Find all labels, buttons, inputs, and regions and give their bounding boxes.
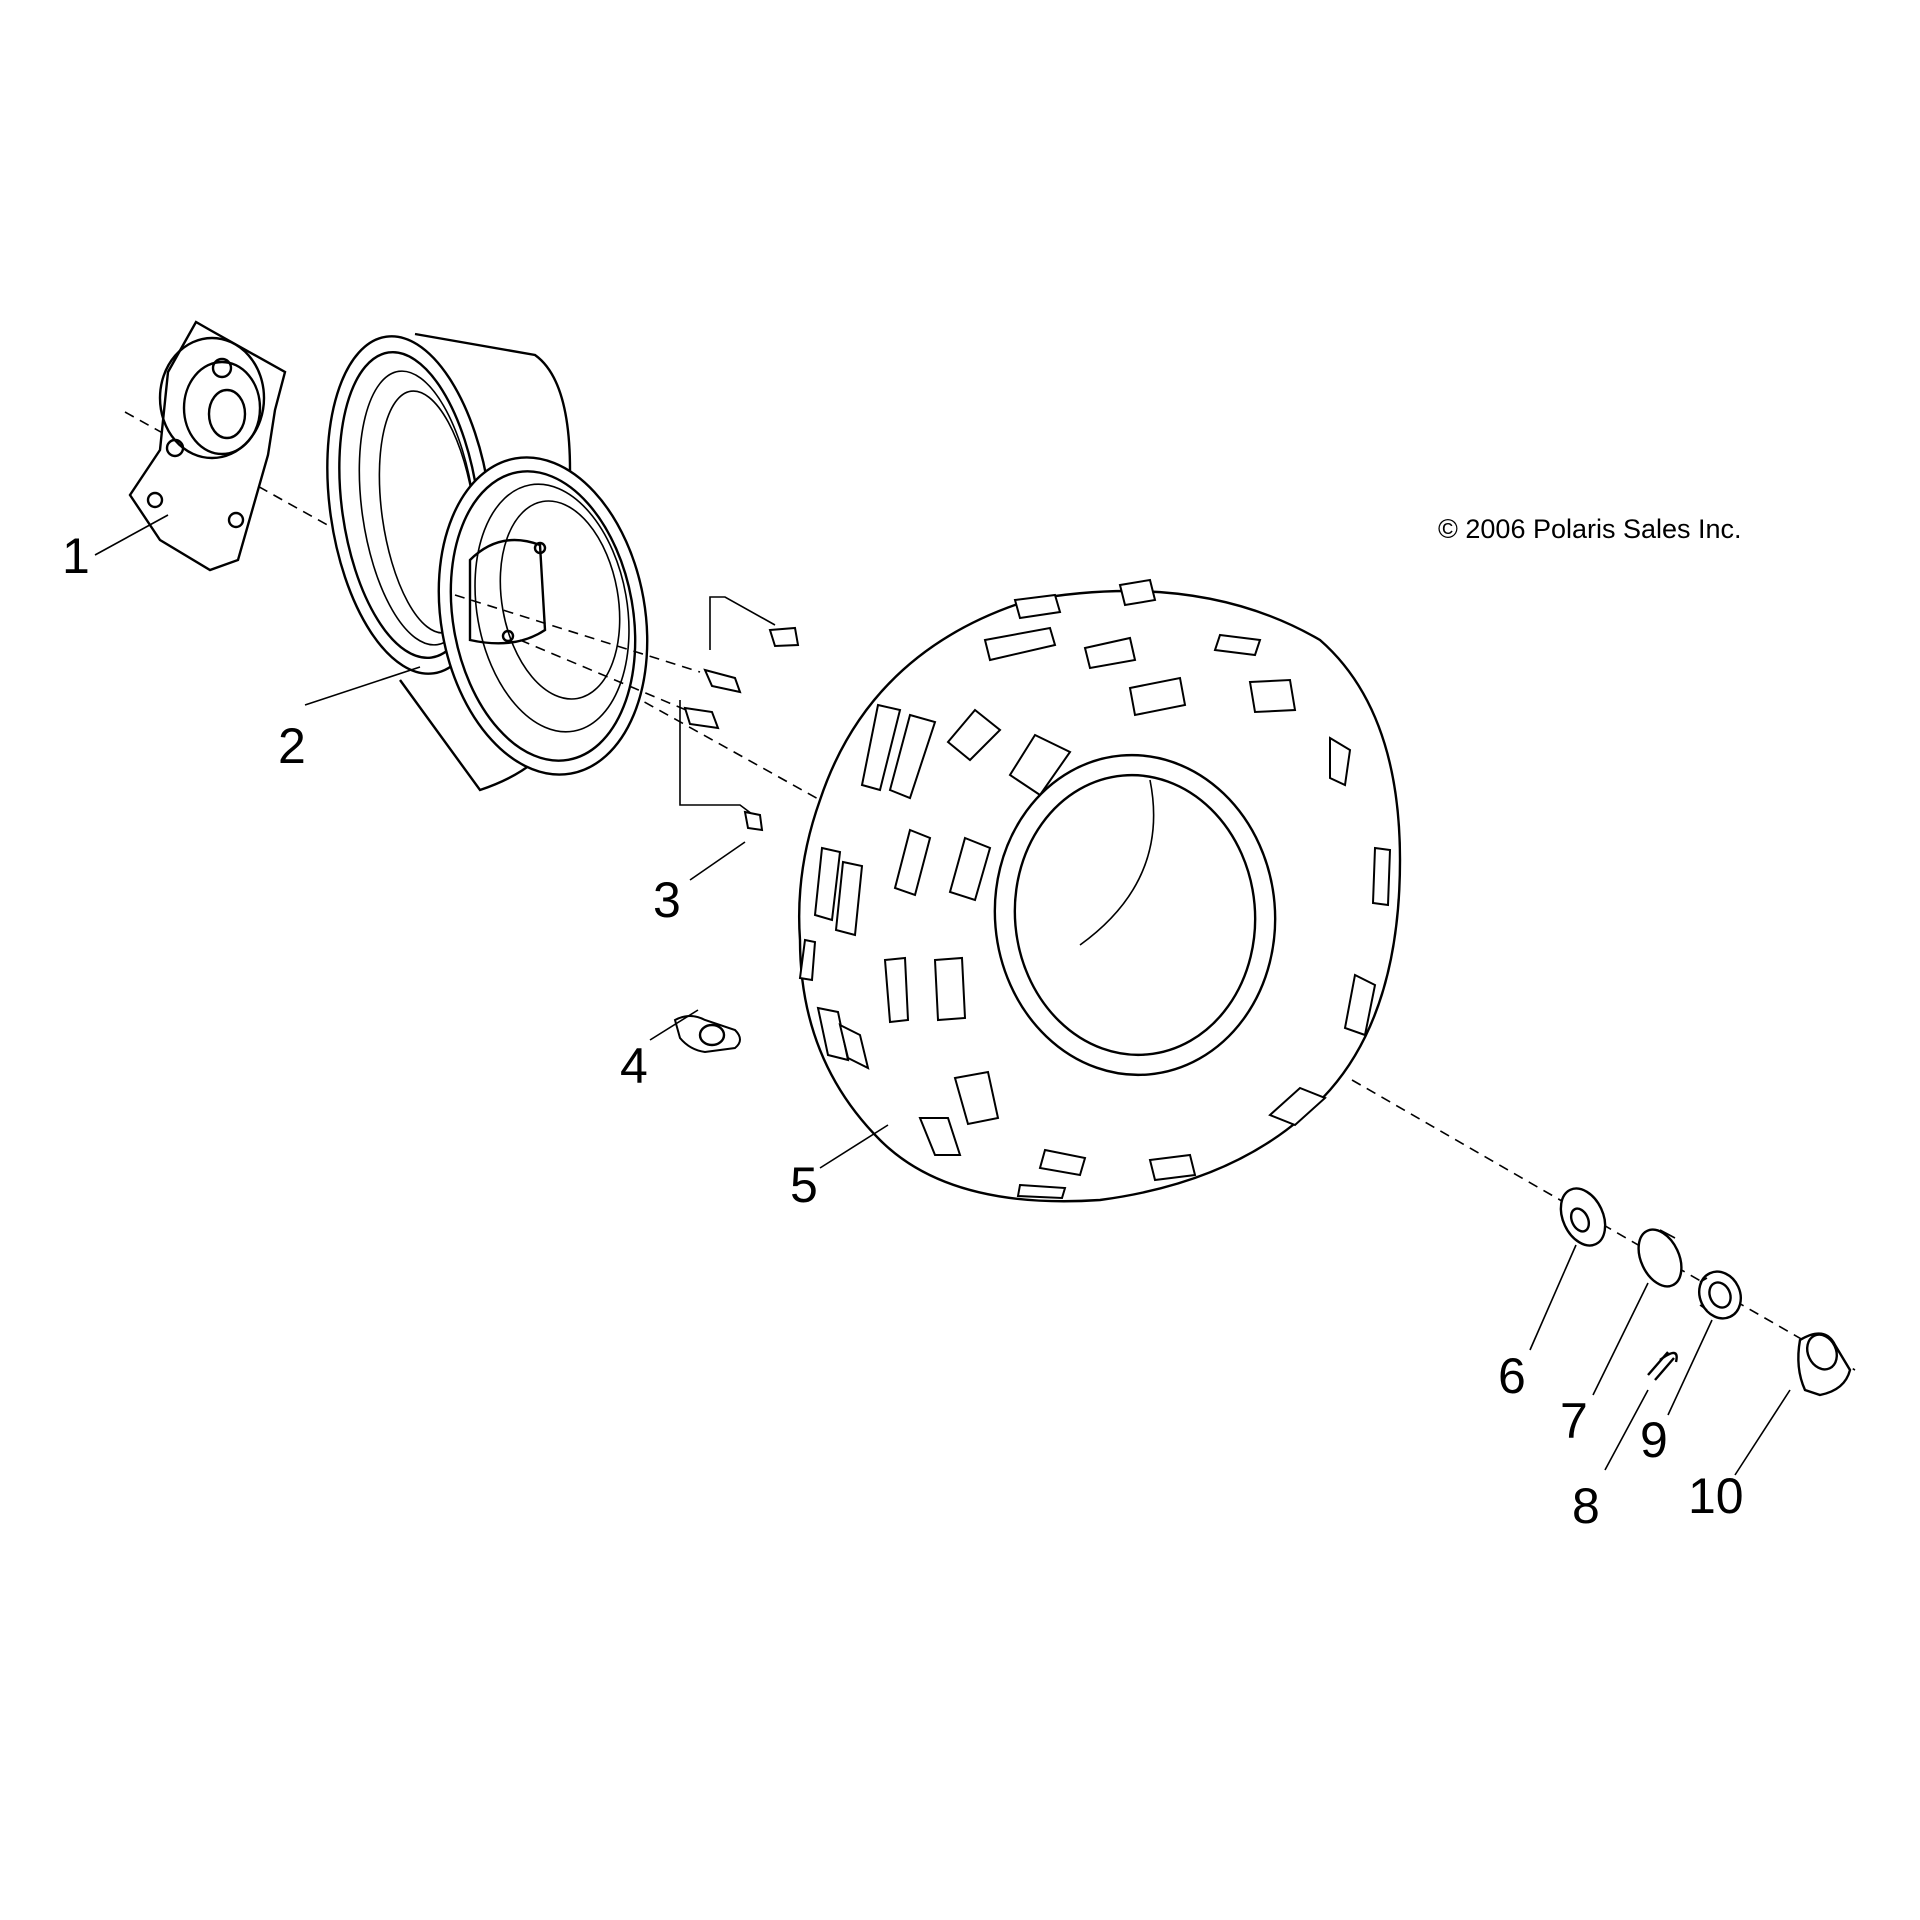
leader-6	[1529, 1244, 1577, 1351]
rim-part-2	[326, 332, 649, 792]
callout-9: 9	[1640, 1412, 1668, 1468]
callout-6: 6	[1498, 1348, 1526, 1404]
castle-nut-part-9	[1698, 1270, 1742, 1320]
leader-2	[304, 666, 421, 706]
cone-washer-part-7	[1637, 1228, 1683, 1288]
callout-7: 7	[1560, 1393, 1588, 1449]
copyright-text: © 2006 Polaris Sales Inc.	[1438, 514, 1742, 544]
washer-part-6	[1559, 1187, 1607, 1247]
tire-part-5	[797, 578, 1402, 1203]
lug-nuts-part-3	[679, 596, 800, 832]
callout-5: 5	[790, 1157, 818, 1213]
leader-1	[94, 514, 169, 556]
callout-8: 8	[1572, 1478, 1600, 1534]
leader-5	[819, 1124, 889, 1169]
leader-4	[649, 1009, 699, 1041]
hub-part-1	[128, 320, 287, 572]
callout-2: 2	[278, 718, 306, 774]
callout-10: 10	[1688, 1468, 1744, 1524]
callout-3: 3	[653, 872, 681, 928]
hub-cap-part-10	[1797, 1332, 1852, 1397]
valve-stem-part-4	[673, 1015, 741, 1054]
tire-tread	[798, 578, 1392, 1200]
leader-9	[1667, 1319, 1713, 1416]
leader-8	[1604, 1389, 1649, 1471]
cotter-pin-part-8	[1647, 1351, 1678, 1381]
leader-10	[1734, 1389, 1791, 1476]
callout-4: 4	[620, 1038, 648, 1094]
callout-1: 1	[62, 528, 90, 584]
stud-line-a	[454, 594, 701, 673]
leader-3	[689, 841, 746, 881]
leader-7	[1592, 1282, 1649, 1396]
